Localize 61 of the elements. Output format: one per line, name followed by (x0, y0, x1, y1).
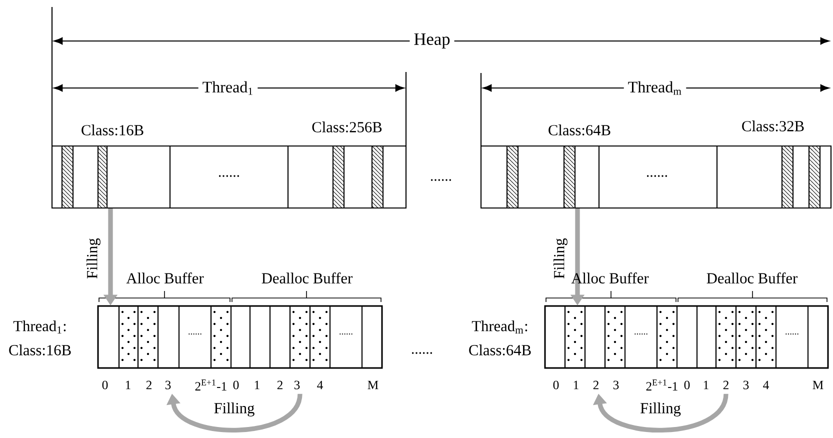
buffer-cell (97, 305, 120, 369)
memory-strip (480, 145, 832, 209)
index-label: 0 (102, 380, 108, 390)
index-label: 1 (126, 380, 130, 390)
row-caption: Thread$_{1}$: (13, 320, 66, 334)
index-label: 0 (684, 380, 690, 390)
edge-label: Filling (214, 402, 254, 416)
buffer-cell (584, 305, 606, 369)
index-label: 0 (553, 380, 559, 390)
index-label: 2 (277, 380, 282, 390)
index-label: 2 (723, 380, 728, 390)
index-label: 2 (593, 380, 598, 390)
index-label: 2$^{E+1}$-1 (646, 380, 678, 390)
index-label: 2$^{E+1}$-1 (195, 380, 226, 390)
index-label: 1 (574, 380, 578, 390)
index-label: M (812, 380, 824, 390)
ellipsis: ...... (188, 333, 202, 335)
index-label: 0 (233, 380, 239, 390)
dimension-label: Thread$_{m}$ (624, 77, 686, 99)
index-label: 3 (294, 380, 300, 390)
buffer-label: Alloc Buffer (571, 272, 649, 284)
hatched-block (97, 145, 108, 209)
ellipsis: ...... (412, 352, 432, 354)
class-label: Class:64B (548, 124, 610, 136)
dimension-label: Heap (410, 29, 454, 52)
ellipsis: ...... (218, 175, 240, 177)
buffer-label: Dealloc Buffer (706, 272, 798, 284)
index-label: 2 (146, 380, 152, 390)
edge-label: Filling (86, 238, 100, 279)
row-caption: Class:64B (469, 344, 531, 356)
filling-arrow (592, 393, 728, 432)
dotted-cell (715, 305, 737, 369)
filling-arrow (166, 393, 302, 432)
class-label: Class:32B (742, 120, 804, 132)
class-label: Class:16B (82, 124, 144, 136)
buffer-label: Alloc Buffer (126, 272, 204, 284)
edge-label: Filling (554, 238, 568, 279)
index-label: 3 (613, 380, 619, 390)
buffer-label: Dealloc Buffer (262, 272, 352, 284)
buffer-cell (544, 305, 566, 369)
index-label: 1 (254, 380, 260, 390)
ellipsis: ...... (430, 179, 452, 181)
edge-label: Filling (640, 402, 681, 416)
index-label: 1 (704, 380, 708, 390)
row-caption: Class:16B (9, 344, 71, 356)
index-label: 3 (165, 380, 171, 390)
ellipsis: ...... (340, 333, 352, 335)
row-caption: Thread$_{m}$: (472, 320, 528, 334)
index-label: M (368, 380, 378, 390)
dotted-cell (289, 305, 311, 369)
class-label: Class:256B (312, 122, 382, 132)
memory-strip (51, 145, 407, 209)
ellipsis: ...... (634, 333, 648, 335)
index-label: 4 (317, 380, 323, 390)
buffer-cell (157, 305, 180, 369)
index-label: 4 (763, 380, 769, 390)
ellipsis: ...... (786, 333, 798, 335)
index-label: 3 (743, 380, 749, 390)
hatched-block (563, 145, 576, 209)
dimension-label: Thread$_{1}$ (198, 77, 258, 99)
ellipsis: ...... (646, 175, 668, 177)
